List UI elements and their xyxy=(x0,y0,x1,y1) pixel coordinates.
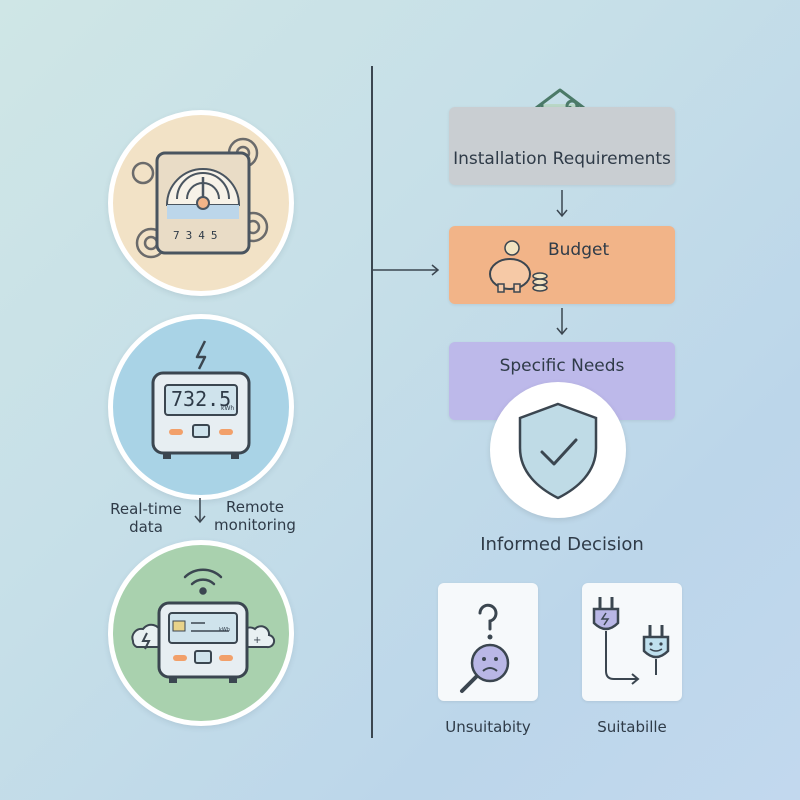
suitability-label: Suitabille xyxy=(597,718,667,736)
arrow-down-icon xyxy=(556,190,568,218)
analog-meter-icon xyxy=(131,137,269,259)
installation-requirements-label: Installation Requirements xyxy=(453,149,671,169)
digital-meter-circle: 732.5 kWh xyxy=(108,314,294,500)
budget-box xyxy=(449,226,675,304)
arrow-down-icon xyxy=(194,498,206,524)
arrow-right-icon xyxy=(372,264,440,276)
svg-text:+: + xyxy=(253,635,261,646)
arrow-down-icon xyxy=(556,308,568,336)
shield-circle xyxy=(490,382,626,518)
digital-display-unit: kWh xyxy=(221,405,235,412)
unsuitability-card xyxy=(438,583,538,701)
specific-needs-label: Specific Needs xyxy=(499,356,625,376)
digital-meter-icon xyxy=(151,340,251,459)
analog-meter-circle: 7345 xyxy=(108,110,294,296)
shield-check-icon xyxy=(518,402,598,500)
label-realtime-data: Real-time data xyxy=(110,500,182,536)
question-face-icon xyxy=(460,603,510,693)
lightning-icon xyxy=(195,340,207,370)
informed-decision-label: Informed Decision xyxy=(480,534,644,555)
smart-meter-unit: kWh xyxy=(219,627,231,633)
digital-display-value: 732.5 xyxy=(171,387,232,411)
unsuitability-label: Unsuitabity xyxy=(445,718,531,736)
piggy-bank-icon xyxy=(489,240,548,293)
smart-meter-icon: + xyxy=(131,568,276,683)
installation-requirements-box: Installation Requirements xyxy=(449,107,675,185)
vertical-divider xyxy=(371,66,373,738)
plug-icon xyxy=(592,597,670,685)
smart-meter-circle: + kWh xyxy=(108,540,294,726)
meter-digits: 7345 xyxy=(173,229,224,242)
label-remote-monitoring: Remote monitoring xyxy=(214,498,296,534)
wifi-icon xyxy=(183,568,223,595)
suitability-card xyxy=(582,583,682,701)
budget-label: Budget xyxy=(548,240,610,260)
